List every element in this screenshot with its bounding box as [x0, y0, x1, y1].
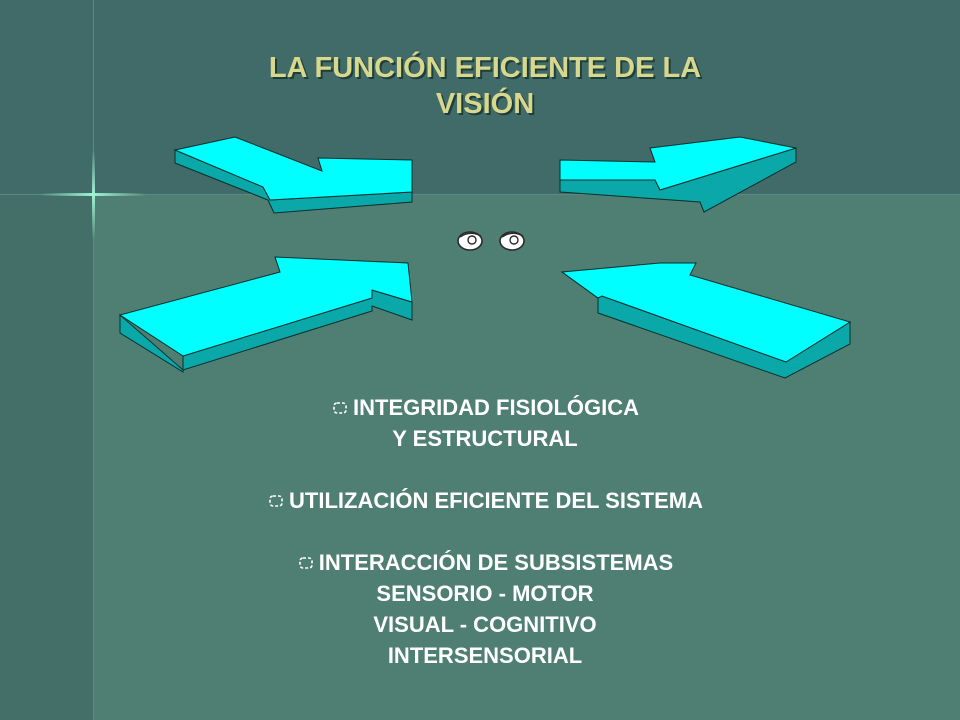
title-line-1: LA FUNCIÓN EFICIENTE DE LA — [268, 52, 702, 84]
item-3-line-1: INTERACCIÓN DE SUBSISTEMAS — [180, 547, 790, 578]
item-2-line-1: UTILIZACIÓN EFICIENTE DEL SISTEMA — [180, 485, 790, 516]
item-1-line-2: Y ESTRUCTURAL — [392, 426, 578, 451]
sparkle-vertical — [92, 150, 95, 240]
item-3-line-4: INTERSENSORIAL — [387, 643, 583, 668]
background-top-band — [0, 0, 960, 195]
item-1-text: INTEGRIDAD FISIOLÓGICA — [353, 395, 639, 420]
background-horizontal-line — [0, 194, 960, 195]
item-1-line-1: INTEGRIDAD FISIOLÓGICA — [180, 392, 790, 423]
item-3: INTERACCIÓN DE SUBSISTEMAS SENSORIO - MO… — [180, 547, 790, 671]
item-1: INTEGRIDAD FISIOLÓGICA Y ESTRUCTURAL — [180, 392, 790, 454]
item-3-text: INTERACCIÓN DE SUBSISTEMAS — [318, 550, 674, 575]
bullet-icon — [269, 495, 283, 507]
item-2-text: UTILIZACIÓN EFICIENTE DEL SISTEMA — [289, 488, 703, 513]
background-left-band — [0, 195, 93, 720]
slide-items: INTEGRIDAD FISIOLÓGICA Y ESTRUCTURAL UTI… — [180, 392, 790, 671]
arrow-top-left — [173, 136, 413, 214]
item-3-line-2: SENSORIO - MOTOR — [376, 581, 594, 606]
bullet-icon — [298, 557, 313, 569]
arrow-bottom-left — [118, 256, 413, 373]
arrow-top-right — [559, 136, 797, 213]
item-3-line-3: VISUAL - COGNITIVO — [373, 612, 597, 637]
bullet-icon — [333, 402, 347, 414]
eye-icon — [457, 231, 483, 251]
eyes-group — [457, 231, 525, 251]
title-line-2: VISIÓN — [435, 88, 535, 120]
eye-icon — [499, 231, 525, 251]
arrow-bottom-right — [560, 262, 852, 379]
background-vertical-line — [93, 0, 94, 720]
slide-title: LA FUNCIÓN EFICIENTE DE LA VISIÓN — [180, 50, 790, 122]
item-2: UTILIZACIÓN EFICIENTE DEL SISTEMA — [180, 485, 790, 516]
